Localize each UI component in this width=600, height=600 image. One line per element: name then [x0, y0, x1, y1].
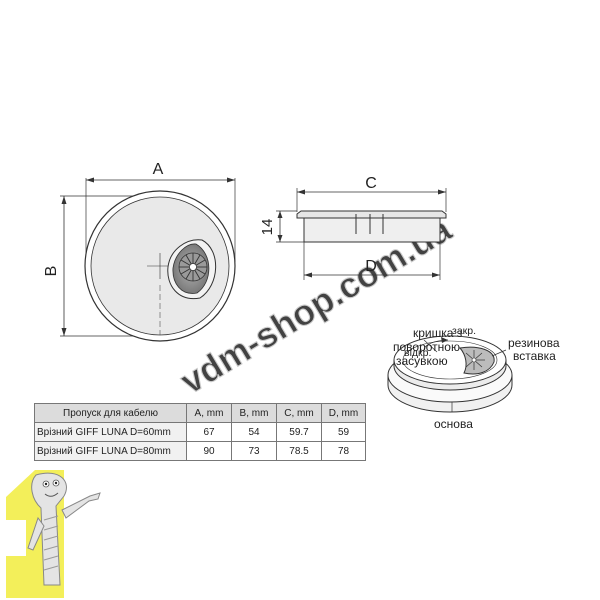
- dimension-height-label: 14: [259, 219, 276, 236]
- dimension-c-label: C: [365, 175, 377, 192]
- header-c: C, mm: [276, 403, 322, 423]
- cell-c: 59.7: [276, 422, 322, 442]
- callout-lid-line1: кришка з: [413, 326, 463, 340]
- dimension-b-label: B: [43, 266, 60, 277]
- table-header-row: Пропуск для кабелю A, mm B, mm C, mm D, …: [34, 403, 366, 423]
- cell-b: 54: [231, 422, 277, 442]
- dimensions-table: Пропуск для кабелю A, mm B, mm C, mm D, …: [34, 403, 366, 461]
- header-a: A, mm: [186, 403, 232, 423]
- header-d: D, mm: [321, 403, 366, 423]
- logo-mascot-graphic: [6, 470, 101, 598]
- cell-d: 78: [321, 441, 366, 461]
- table-row: Врізний GIFF LUNA D=60mm 67 54 59.7 59: [34, 422, 366, 442]
- row-name: Врізний GIFF LUNA D=80mm: [34, 441, 187, 461]
- callout-lid-line2: поворотною: [393, 340, 460, 354]
- cell-a: 90: [186, 441, 232, 461]
- row-name: Врізний GIFF LUNA D=60mm: [34, 422, 187, 442]
- cell-a: 67: [186, 422, 232, 442]
- isometric-view: [387, 335, 513, 413]
- header-b: B, mm: [231, 403, 277, 423]
- cell-c: 78.5: [276, 441, 322, 461]
- table-row: Врізний GIFF LUNA D=80mm 90 73 78.5 78: [34, 441, 366, 461]
- callout-rubber-line2: вставка: [513, 349, 556, 363]
- callout-rubber-line1: резинова: [508, 336, 560, 350]
- cell-b: 73: [231, 441, 277, 461]
- dimension-a-label: A: [153, 161, 164, 178]
- callout-open: відкр.: [404, 347, 431, 359]
- header-cable-pass: Пропуск для кабелю: [34, 403, 187, 423]
- side-view: [276, 188, 447, 280]
- cell-d: 59: [321, 422, 366, 442]
- dimension-d-label: D: [365, 258, 377, 275]
- callout-closed: закр.: [452, 325, 476, 337]
- callout-lid-line3: засувкою: [396, 354, 448, 368]
- callout-base: основа: [434, 417, 473, 431]
- top-view: [60, 177, 236, 342]
